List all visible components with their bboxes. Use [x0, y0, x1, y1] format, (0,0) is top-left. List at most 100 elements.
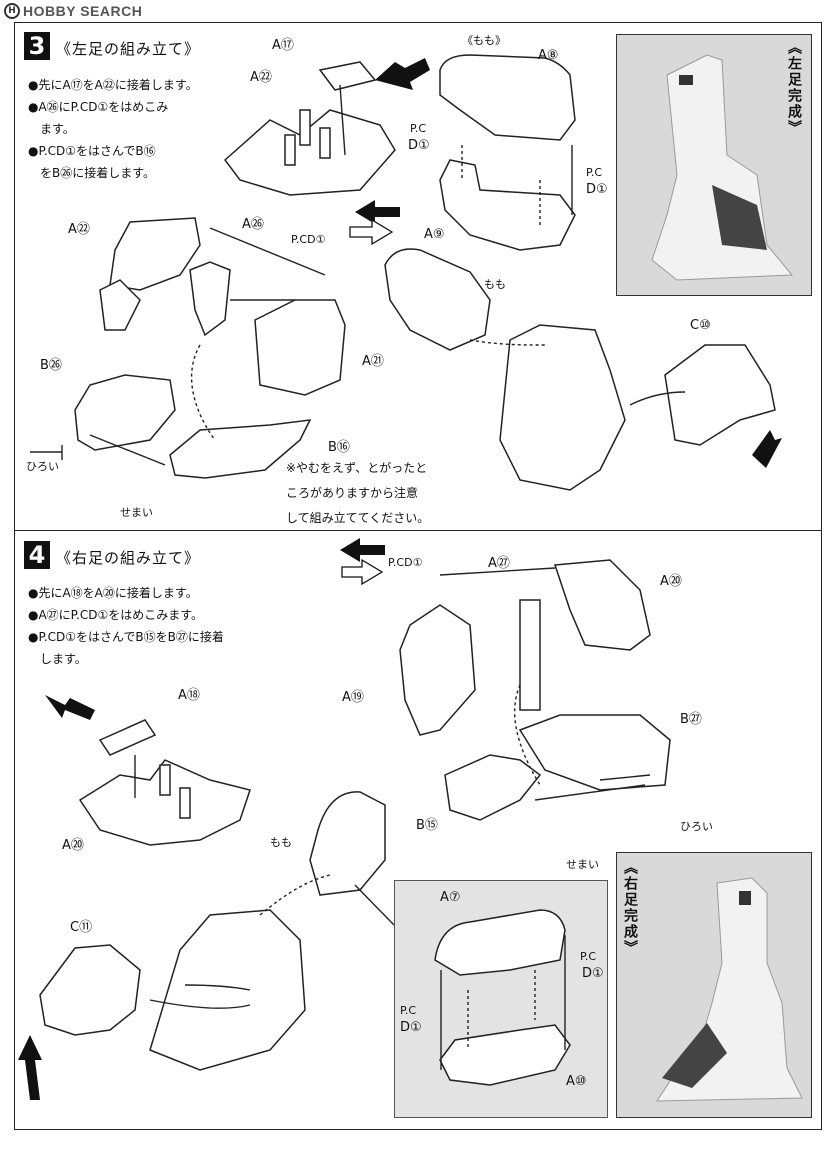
arrow-right-outline-icon — [341, 558, 384, 586]
label-d1-left: D① — [408, 138, 430, 153]
part-a17-shape — [318, 61, 377, 91]
part-a20-top-shape — [553, 559, 651, 651]
label-c10: C⑩ — [690, 318, 711, 333]
section4-title: 《右足の組み立て》 — [56, 549, 201, 567]
label-b15: B⑮ — [416, 818, 438, 833]
part-c11-shape — [39, 944, 141, 1036]
hobby-search-logo-icon: H — [4, 3, 20, 19]
section3-assembly-diagram — [30, 54, 782, 491]
part-a21-shape — [254, 299, 346, 396]
label-momo-top: 《もも》 — [462, 34, 506, 47]
part-b16-shape — [169, 419, 312, 479]
section3-number: 3 — [24, 32, 50, 60]
arrow-right-outline-icon — [349, 218, 394, 246]
label-pc-right: P.C — [586, 166, 603, 179]
part-thigh-shape — [309, 791, 386, 896]
chuui-arrow-icon — [18, 1035, 42, 1100]
label-momo: もも — [484, 278, 506, 291]
part-a22-top-shape — [223, 109, 396, 196]
label-a7: A⑦ — [440, 890, 461, 905]
part-thigh-shape — [384, 248, 491, 351]
chuui-arrow-icon — [375, 58, 430, 90]
part-a10-shape — [439, 1024, 571, 1086]
section3-caution-note: ※やむをえず、とがったと ころがありますから注意 して組み立ててください。 — [286, 456, 429, 531]
chuui-arrow-icon — [45, 695, 95, 720]
label-a17: A⑰ — [272, 38, 294, 53]
part-foot-shape — [149, 909, 306, 1071]
label-a27: A㉗ — [488, 556, 510, 571]
part-a7-shape — [434, 909, 566, 976]
peg-shape — [284, 134, 296, 166]
part-a22-shape — [109, 217, 201, 291]
label-pcd1: P.CD① — [388, 556, 423, 569]
site-header: H HOBBY SEARCH — [4, 2, 142, 20]
section4-assembly-diagram — [18, 538, 671, 1100]
label-d1-left: D① — [400, 1020, 422, 1035]
site-name: HOBBY SEARCH — [23, 3, 143, 19]
label-pc-left: P.C — [400, 1004, 417, 1017]
label-pcd1: P.CD① — [291, 233, 326, 246]
part-a8-shape — [439, 54, 576, 141]
label-d1-right: D① — [582, 966, 604, 981]
arrow-left-solid-icon — [355, 200, 400, 224]
section4-step: ●P.CD①をはさんでB⑮をB㉗に接着 — [28, 630, 224, 644]
peg-shape — [159, 764, 171, 796]
label-a20-top: A⑳ — [660, 574, 682, 589]
section3-step: ●先にA⑰をA㉒に接着します。 — [28, 78, 198, 92]
label-d1-right: D① — [586, 182, 608, 197]
caution-line: ※やむをえず、とがったと — [286, 461, 428, 475]
section3-step: ●A㉖にP.CD①をはめこみ — [28, 100, 169, 114]
label-a21: A㉑ — [362, 354, 384, 369]
label-a26: A㉖ — [242, 217, 264, 232]
part-a9-shape — [439, 159, 576, 251]
section3-title: 《左足の組み立て》 — [56, 40, 201, 58]
part-a27-shape — [519, 599, 541, 711]
label-momo: もも — [270, 836, 292, 849]
label-b27: B㉗ — [680, 712, 702, 727]
section3-steps: ●先にA⑰をA㉒に接着します。 ●A㉖にP.CD①をはめこみ ます。 ●P.CD… — [28, 74, 198, 184]
right-leg-complete-caption: 《右足完成》 — [622, 860, 638, 956]
part-a26-shape — [189, 261, 231, 337]
part-a19-shape — [399, 604, 476, 736]
section4-step: ●先にA⑱をA⑳に接着します。 — [28, 586, 198, 600]
label-pc-left: P.C — [410, 122, 427, 135]
part-a18-shape — [98, 719, 157, 756]
part-a20-shape — [78, 759, 251, 846]
part-b26-shape — [74, 374, 176, 451]
section4-number: 4 — [24, 541, 50, 569]
label-a8: A⑧ — [538, 48, 559, 63]
label-a9: A⑨ — [424, 227, 445, 242]
label-c11: C⑪ — [70, 920, 93, 935]
label-a18: A⑱ — [178, 688, 200, 703]
left-leg-figure-image — [651, 54, 794, 281]
section-divider — [14, 530, 822, 531]
label-a20: A⑳ — [62, 838, 84, 853]
label-hiroi: ひろい — [26, 460, 59, 473]
section4-step: ●A㉗にP.CD①をはめこみます。 — [28, 608, 204, 622]
section3-step: ●P.CD①をはさんでB⑯ — [28, 144, 156, 158]
section4-step: します。 — [28, 652, 87, 666]
part-foot-shape — [499, 324, 626, 491]
label-a19: A⑲ — [342, 690, 364, 705]
right-leg-complete-photo — [616, 852, 812, 1118]
part-c10-shape — [664, 344, 776, 446]
label-b26: B㉖ — [40, 358, 62, 373]
label-a22: A㉒ — [68, 222, 90, 237]
label-a22-top: A㉒ — [250, 70, 272, 85]
peg-shape — [179, 787, 191, 819]
label-hiroi: ひろい — [680, 820, 713, 833]
label-semai: せまい — [120, 506, 153, 519]
assembly-arrows — [30, 84, 686, 466]
section3-step: ます。 — [28, 122, 75, 136]
part-b27-shape — [518, 714, 671, 791]
caution-line: ころがありますから注意 — [286, 486, 419, 500]
instruction-page-frame — [14, 22, 822, 1130]
part-b15-shape — [444, 754, 542, 821]
left-leg-complete-caption: 《左足完成》 — [786, 40, 802, 136]
caution-line: して組み立ててください。 — [286, 511, 430, 525]
label-semai: せまい — [566, 858, 599, 871]
section3-step: をB㉖に接着します。 — [28, 166, 156, 180]
right-leg-figure-image — [656, 877, 803, 1102]
assembly-arrows — [134, 567, 651, 1070]
left-leg-complete-photo — [616, 34, 812, 296]
